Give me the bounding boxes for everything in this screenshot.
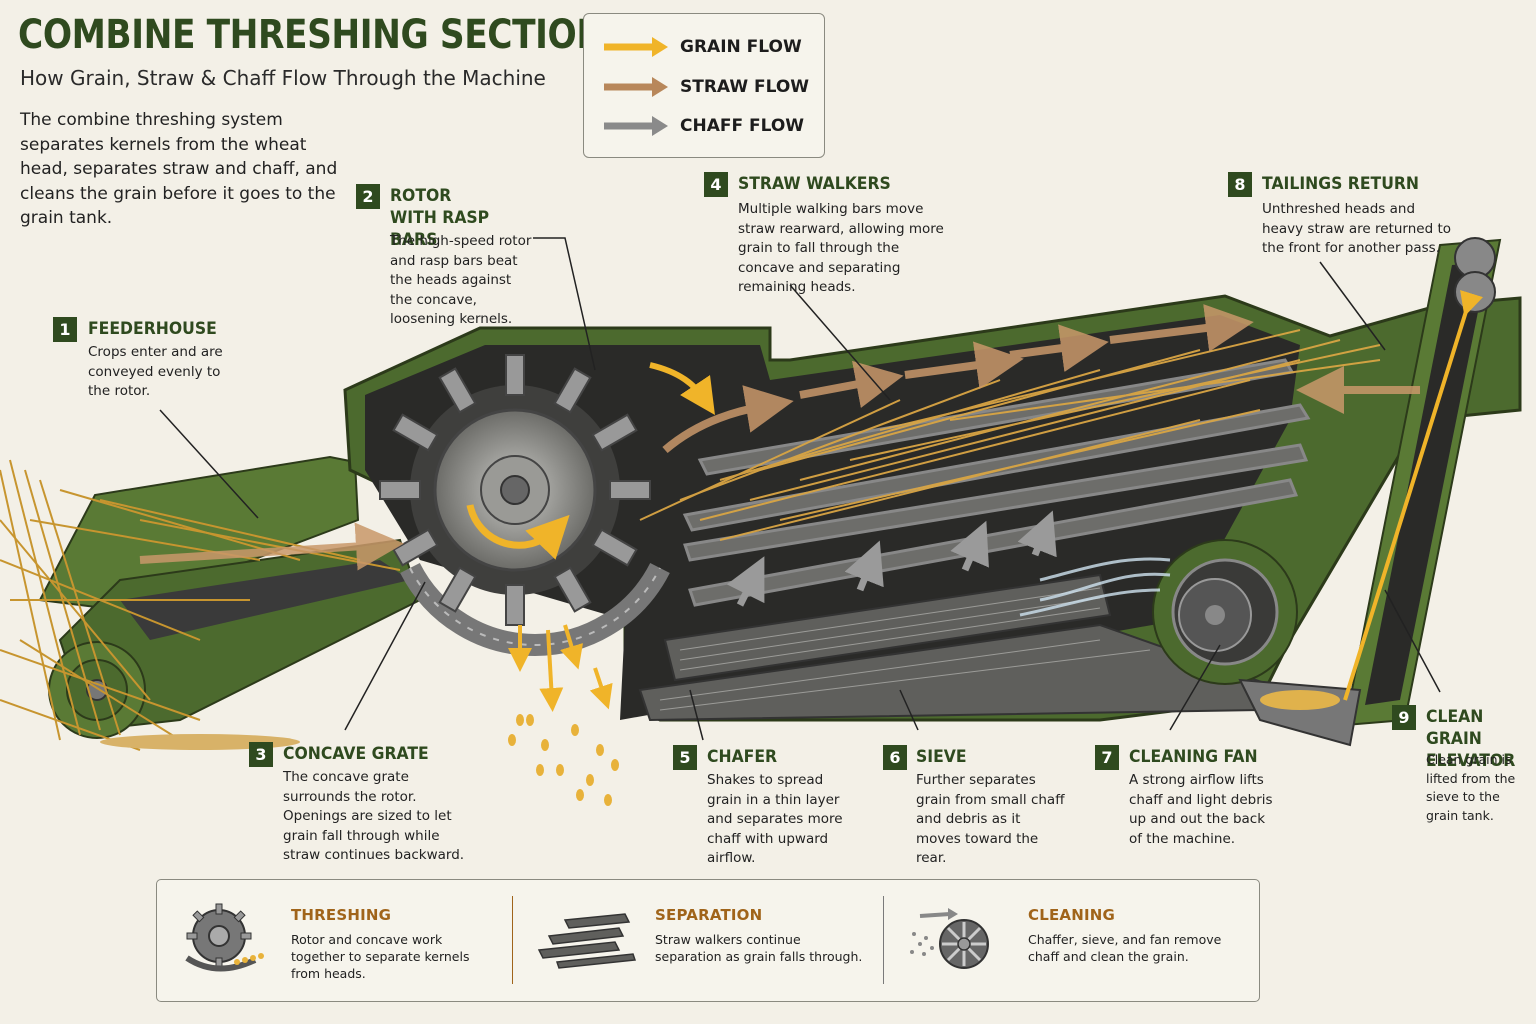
legend-item-grain: GRAIN FLOW bbox=[602, 34, 802, 60]
cleaning-fan bbox=[1152, 539, 1298, 685]
divider bbox=[883, 896, 884, 984]
callout-number: 1 bbox=[53, 317, 77, 342]
callout-title-chafer: CHAFER bbox=[707, 747, 778, 767]
callout-desc-straw-walkers: Multiple walking bars move straw rearwar… bbox=[738, 201, 944, 295]
summary-cleaning: CLEANING Chaffer, sieve, and fan remove … bbox=[884, 880, 1259, 1001]
callout-desc-chafer: Shakes to spread grain in a thin layer a… bbox=[707, 772, 843, 866]
summary-title: SEPARATION bbox=[655, 906, 763, 924]
callout-desc-sieve: Further separates grain from small chaff… bbox=[916, 772, 1065, 866]
rotor-icon bbox=[185, 903, 264, 972]
fan-icon bbox=[910, 908, 989, 969]
straw-walker-icon bbox=[537, 913, 637, 969]
callout-number: 3 bbox=[249, 742, 273, 767]
legend-label: GRAIN FLOW bbox=[680, 37, 802, 57]
callout-desc-cleaning-fan: A strong airflow lifts chaff and light d… bbox=[1129, 772, 1273, 847]
callout-title-sieve: SIEVE bbox=[916, 747, 967, 767]
intro-text: The combine threshing system separates k… bbox=[20, 110, 338, 228]
callout-desc-tailings-return: Unthreshed heads and heavy straw are ret… bbox=[1262, 201, 1452, 256]
falling-grain bbox=[508, 714, 619, 806]
chaff-arrow-icon bbox=[604, 116, 668, 136]
callout-number: 5 bbox=[673, 745, 697, 770]
callout-title-straw-walkers: STRAW WALKERS bbox=[738, 174, 891, 194]
summary-desc: Chaffer, sieve, and fan remove chaff and… bbox=[1028, 932, 1222, 964]
summary-desc: Straw walkers continue separation as gra… bbox=[655, 932, 863, 964]
flow-legend: GRAIN FLOW STRAW FLOW CHAFF FLOW bbox=[583, 13, 825, 158]
callout-number: 2 bbox=[356, 184, 380, 209]
rotor bbox=[379, 354, 670, 656]
callout-desc-clean-grain-elevator: Clean grain is lifted from the sieve to … bbox=[1426, 752, 1516, 823]
callout-number: 6 bbox=[883, 745, 907, 770]
summary-threshing: THRESHING Rotor and concave work togethe… bbox=[157, 880, 512, 1001]
summary-separation: SEPARATION Straw walkers continue separa… bbox=[513, 880, 883, 1001]
callout-number: 4 bbox=[704, 172, 728, 197]
chafer-sieve bbox=[638, 573, 1272, 722]
callout-desc-feederhouse: Crops enter and are conveyed evenly to t… bbox=[88, 344, 223, 399]
divider bbox=[512, 896, 513, 984]
legend-label: STRAW FLOW bbox=[680, 77, 810, 97]
callout-desc-rotor: The high-speed rotor and rasp bars beat … bbox=[390, 233, 532, 327]
callout-title-clean-grain-elevator: CLEAN GRAIN ELEVATOR bbox=[1426, 707, 1516, 771]
callout-title-feederhouse: FEEDERHOUSE bbox=[88, 319, 217, 339]
callout-title-cleaning-fan: CLEANING FAN bbox=[1129, 747, 1258, 767]
legend-label: CHAFF FLOW bbox=[680, 116, 805, 136]
legend-item-straw: STRAW FLOW bbox=[602, 74, 809, 100]
callout-title-concave: CONCAVE GRATE bbox=[283, 744, 429, 764]
summary-desc: Rotor and concave work together to separ… bbox=[291, 932, 470, 981]
callout-number: 7 bbox=[1095, 745, 1119, 770]
summary-panel: THRESHING Rotor and concave work togethe… bbox=[156, 879, 1260, 1002]
callout-title-rotor: ROTOR WITH RASP BARS bbox=[390, 186, 490, 250]
legend-item-chaff: CHAFF FLOW bbox=[602, 113, 804, 139]
callout-number: 9 bbox=[1392, 705, 1416, 730]
straw-walkers bbox=[682, 358, 1311, 607]
grain-arrow-icon bbox=[604, 37, 668, 57]
callout-title-tailings-return: TAILINGS RETURN bbox=[1262, 174, 1420, 194]
wheat-crop bbox=[0, 459, 401, 751]
page-subtitle: How Grain, Straw & Chaff Flow Through th… bbox=[20, 66, 546, 90]
page-title: COMBINE THRESHING SECTION bbox=[18, 12, 605, 58]
summary-title: CLEANING bbox=[1028, 906, 1116, 924]
straw-arrow-icon bbox=[604, 77, 668, 97]
callout-desc-concave: The concave grate surrounds the rotor. O… bbox=[283, 769, 465, 863]
callout-number: 8 bbox=[1228, 172, 1252, 197]
summary-title: THRESHING bbox=[291, 906, 392, 924]
